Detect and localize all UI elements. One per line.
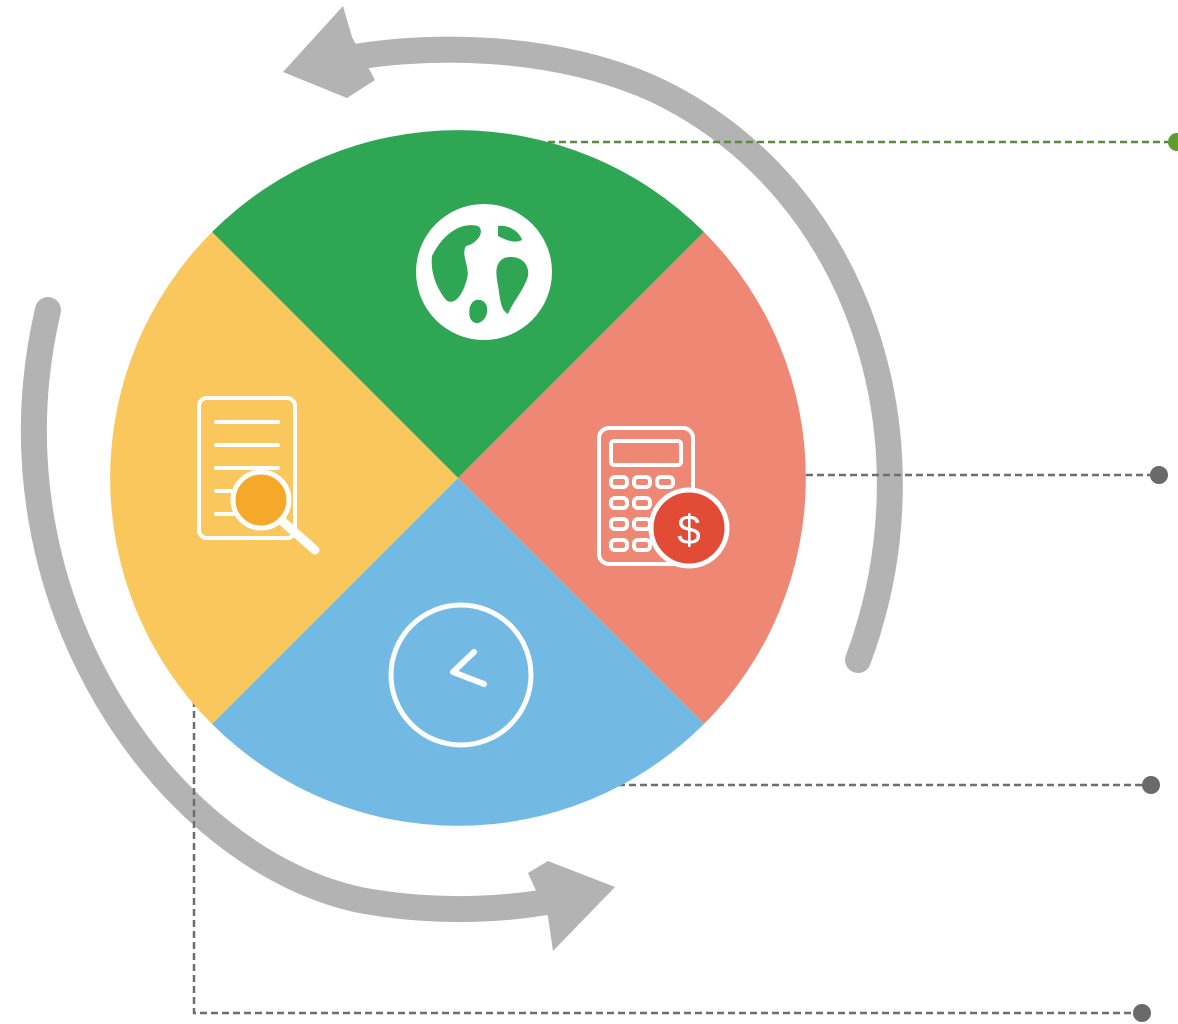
connector-dot-top xyxy=(1168,133,1178,151)
globe-icon xyxy=(416,204,552,340)
dollar-badge xyxy=(648,487,730,569)
top-right-cycle-arc xyxy=(307,36,903,673)
document-search-icon xyxy=(197,396,320,555)
connector-dot-bottom xyxy=(1142,776,1160,794)
cycle-arrows xyxy=(20,6,903,951)
connector-dot-left xyxy=(1133,1004,1151,1022)
bottom-arrowhead xyxy=(528,861,615,951)
connector-line-left xyxy=(192,700,1133,1015)
magnifier-lens xyxy=(230,469,292,531)
calculator-dollar-icon: $ xyxy=(597,426,730,569)
connector-dot-right xyxy=(1150,466,1168,484)
top-arrowhead xyxy=(283,6,375,98)
segment-bottom xyxy=(212,478,704,826)
clock-icon xyxy=(388,602,534,748)
pie xyxy=(110,130,806,826)
connectors xyxy=(192,133,1178,1022)
bottom-left-cycle-arc xyxy=(20,297,593,923)
dollar-symbol: $ xyxy=(677,506,700,553)
segment-right xyxy=(458,232,806,724)
segment-left xyxy=(110,232,458,724)
